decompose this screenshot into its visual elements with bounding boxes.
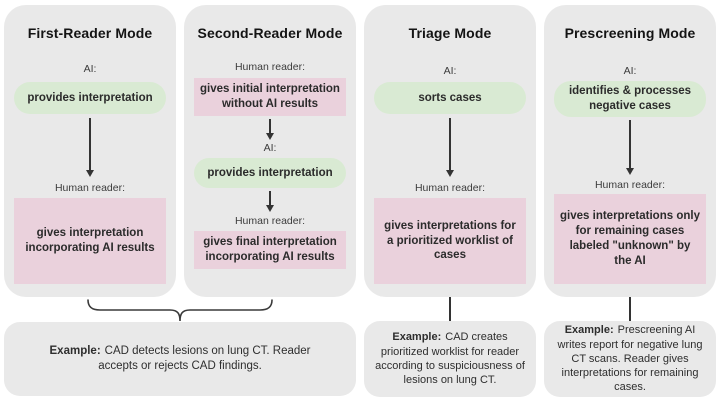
arrow-down-icon (89, 118, 91, 170)
ai-action-pill: provides interpretation (194, 158, 346, 188)
human-action-box: gives interpretation incorporating AI re… (14, 198, 166, 284)
actor-label-ai: AI: (443, 65, 457, 77)
example-label: Example: (392, 331, 442, 344)
example-box-first-second-reader: Example:CAD detects lesions on lung CT. … (4, 322, 356, 396)
human-action-box: gives final interpretation incorporating… (194, 231, 346, 269)
human-action-box: gives interpretations for a prioritized … (374, 198, 526, 284)
column-first-reader-mode: First-Reader Mode AI: provides interpret… (4, 5, 176, 297)
column-title: Second-Reader Mode (197, 25, 343, 41)
arrow-down-icon (269, 119, 271, 133)
actor-label-ai: AI: (623, 65, 637, 77)
column-title: First-Reader Mode (27, 25, 153, 41)
example-label: Example: (564, 324, 614, 337)
human-action-box: gives interpretations only for remaining… (554, 194, 706, 284)
arrow-down-icon (629, 120, 631, 168)
actor-label-human: Human reader: (234, 215, 306, 227)
column-title: Prescreening Mode (564, 25, 696, 41)
connector-line (449, 297, 451, 321)
arrow-down-icon (269, 191, 271, 205)
actor-label-human: Human reader: (234, 61, 306, 73)
actor-label-ai: AI: (83, 63, 97, 75)
example-text: Prescreening AI writes report for negati… (557, 324, 703, 394)
column-prescreening-mode: Prescreening Mode AI: identifies & proce… (544, 5, 716, 297)
example-text: CAD detects lesions on lung CT. Reader a… (98, 345, 311, 372)
example-label: Example: (49, 345, 101, 358)
connector-line (629, 297, 631, 321)
arrow-down-icon (449, 118, 451, 170)
ai-action-pill: sorts cases (374, 82, 526, 114)
example-box-prescreening: Example:Prescreening AI writes report fo… (544, 321, 716, 397)
brace-connector (87, 299, 273, 322)
human-action-box: gives initial interpretation without AI … (194, 78, 346, 116)
column-triage-mode: Triage Mode AI: sorts cases Human reader… (364, 5, 536, 297)
actor-label-human: Human reader: (54, 182, 126, 194)
example-box-triage: Example:CAD creates prioritized worklist… (364, 321, 536, 397)
actor-label-human: Human reader: (594, 179, 666, 191)
example-text: CAD creates prioritized worklist for rea… (375, 331, 525, 387)
actor-label-human: Human reader: (414, 182, 486, 194)
ai-action-pill: provides interpretation (14, 82, 166, 114)
column-title: Triage Mode (408, 25, 492, 41)
ai-action-pill: identifies & processes negative cases (554, 81, 706, 117)
column-second-reader-mode: Second-Reader Mode Human reader: gives i… (184, 5, 356, 297)
actor-label-ai: AI: (263, 142, 277, 154)
